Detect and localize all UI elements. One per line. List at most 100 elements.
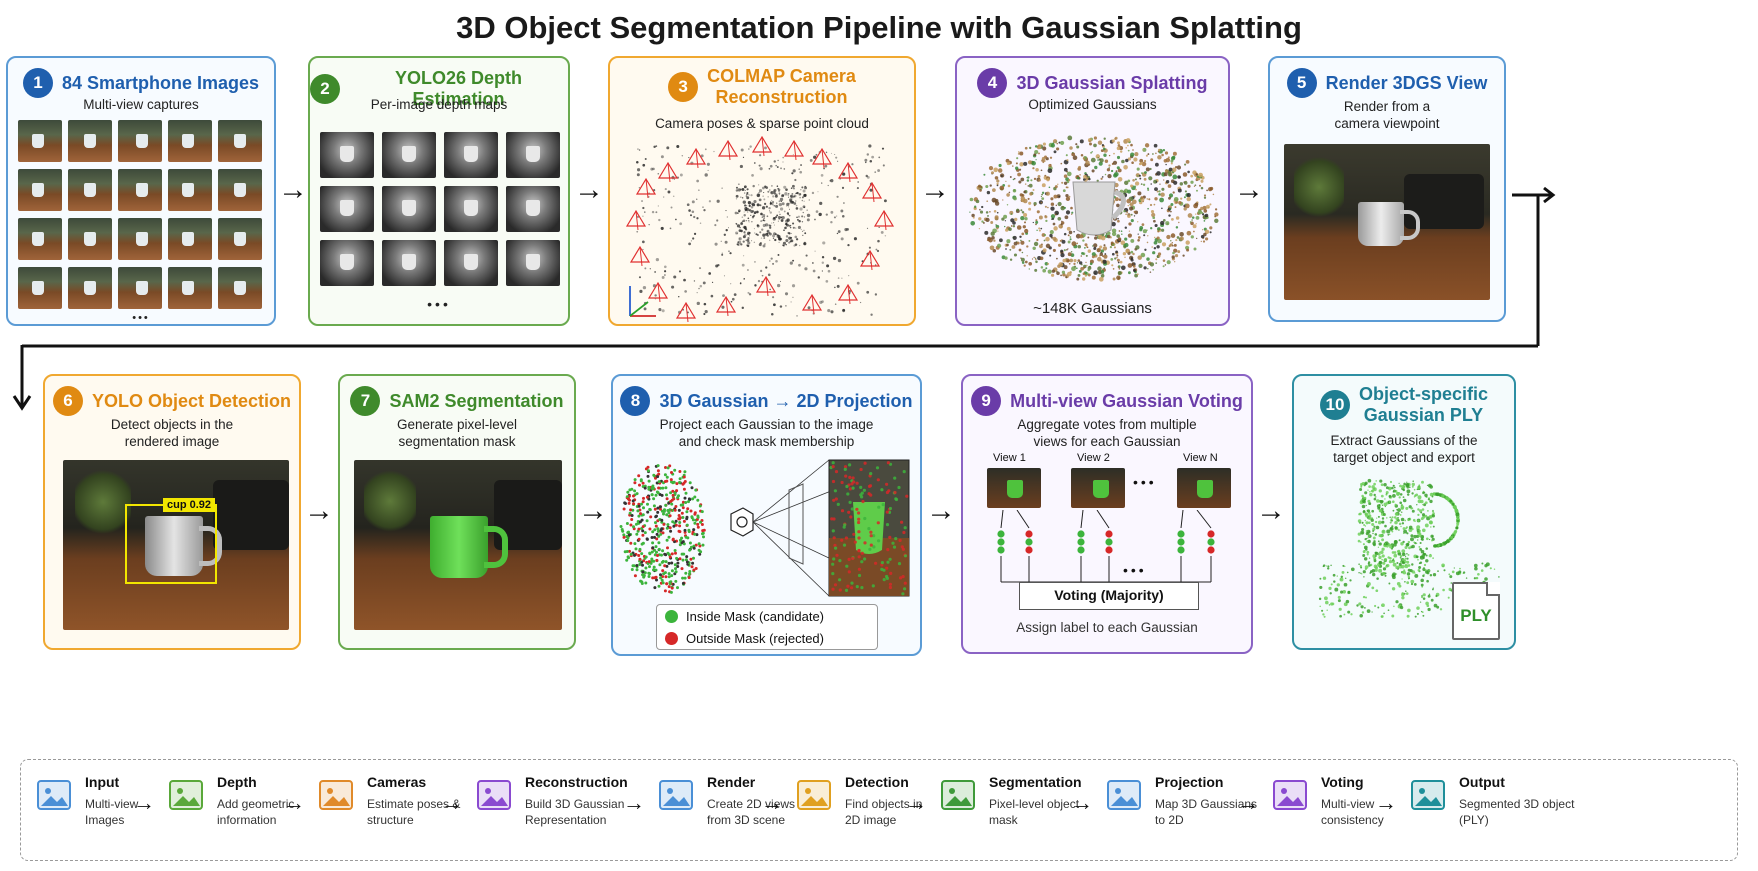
gaussian-splat: [1162, 265, 1165, 268]
gaussian-splat: [1203, 194, 1207, 197]
projected-gaussian: [665, 513, 669, 517]
sparse-point: [787, 214, 789, 216]
sparse-point: [782, 156, 785, 159]
projected-gaussian: [628, 511, 632, 515]
mug-shape: [182, 232, 194, 246]
output-gaussian: [1423, 503, 1427, 507]
gaussian-splat: [1085, 254, 1088, 257]
gaussian-splat: [1076, 176, 1080, 180]
projected-point: [877, 505, 881, 509]
gaussian-splat: [1123, 245, 1127, 249]
gaussian-splat: [1008, 191, 1011, 194]
gaussian-splat: [969, 211, 971, 213]
sparse-point: [789, 198, 793, 202]
panel-subtitle: Optimized Gaussians: [1028, 97, 1157, 112]
gaussian-splat: [1120, 240, 1126, 246]
gaussian-splat: [1202, 240, 1206, 243]
gaussian-splat: [1103, 254, 1108, 259]
gaussian-splat: [1154, 223, 1158, 228]
gaussian-splat: [1056, 257, 1058, 260]
gaussian-splat: [1073, 230, 1075, 233]
gaussian-splat: [1003, 214, 1008, 219]
sparse-point: [795, 207, 799, 210]
sparse-point: [765, 266, 768, 269]
gaussian-splat: [1172, 191, 1175, 194]
output-gaussian: [1372, 488, 1374, 490]
green-dot-icon: [665, 609, 678, 623]
gaussian-splat: [1204, 213, 1209, 218]
projected-point: [831, 572, 835, 576]
projected-gaussian: [693, 532, 697, 536]
sparse-point: [704, 148, 707, 151]
output-gaussian: [1417, 513, 1420, 517]
gaussian-splat: [1063, 265, 1068, 270]
gaussian-splat: [1097, 266, 1102, 271]
gaussian-splat: [1192, 224, 1197, 229]
output-gaussian: [1358, 572, 1360, 574]
projected-gaussian: [681, 540, 685, 544]
output-gaussian: [1432, 512, 1435, 515]
output-gaussian: [1423, 573, 1425, 575]
gaussian-splat: [1196, 237, 1198, 240]
output-gaussian: [1403, 569, 1406, 572]
output-gaussian: [1380, 550, 1384, 555]
projected-gaussian: [632, 525, 635, 529]
gaussian-splat: [1147, 187, 1149, 190]
gaussian-splat: [1041, 197, 1045, 200]
projected-gaussian: [681, 506, 685, 510]
output-gaussian: [1372, 554, 1377, 558]
projected-gaussian: [698, 504, 702, 508]
sparse-point: [741, 188, 745, 191]
projected-point: [888, 557, 892, 561]
gaussian-splat: [1060, 274, 1062, 277]
projected-gaussian: [625, 558, 629, 562]
gaussian-splat: [992, 188, 996, 192]
output-gaussian: [1318, 597, 1322, 601]
sparse-point: [815, 153, 818, 156]
gaussian-splat: [1195, 216, 1200, 220]
sparse-point: [760, 220, 763, 223]
sparse-point: [699, 267, 702, 270]
sparse-point: [805, 254, 808, 257]
projected-point: [844, 536, 848, 540]
projected-gaussian: [683, 470, 687, 474]
gaussian-splat: [1167, 184, 1172, 188]
output-gaussian: [1398, 584, 1402, 588]
output-gaussian: [1413, 496, 1416, 498]
sparse-point: [743, 255, 745, 257]
output-gaussian: [1359, 512, 1362, 516]
gaussian-splat: [1089, 142, 1092, 146]
gaussian-splat: [1090, 151, 1093, 154]
sparse-point: [742, 240, 745, 243]
sparse-point: [799, 207, 803, 211]
projected-gaussian: [659, 573, 662, 577]
panel-subtitle: Render from a camera viewpoint: [1270, 98, 1504, 132]
sparse-point: [798, 168, 800, 170]
panel-5-render-view: 5 Render 3DGS View Render from a camera …: [1268, 56, 1506, 322]
gaussian-splat: [1107, 234, 1111, 239]
gaussian-splat: [986, 200, 989, 203]
sparse-point: [657, 205, 659, 207]
projected-gaussian: [685, 523, 689, 527]
sparse-point: [874, 264, 877, 266]
gaussian-splat: [1006, 204, 1009, 206]
projected-gaussian: [669, 500, 673, 503]
gaussian-splat: [1161, 242, 1167, 247]
subtitle-line-2: segmentation mask: [398, 434, 516, 449]
projected-gaussian: [678, 521, 682, 524]
gaussian-splat: [1068, 178, 1071, 182]
gaussian-splat: [1170, 162, 1173, 165]
projected-gaussian: [681, 558, 685, 562]
sparse-point: [735, 231, 739, 235]
projected-gaussian: [680, 511, 684, 515]
gaussian-splat: [1175, 216, 1180, 220]
vote-dot: [1025, 546, 1033, 554]
output-gaussian: [1384, 498, 1386, 500]
projected-gaussian: [696, 522, 700, 526]
gaussian-splat: [1185, 160, 1190, 164]
gaussian-splat: [1071, 266, 1076, 272]
sparse-point: [771, 185, 773, 187]
camera-frustum: [715, 295, 737, 317]
output-gaussian: [1374, 495, 1377, 498]
